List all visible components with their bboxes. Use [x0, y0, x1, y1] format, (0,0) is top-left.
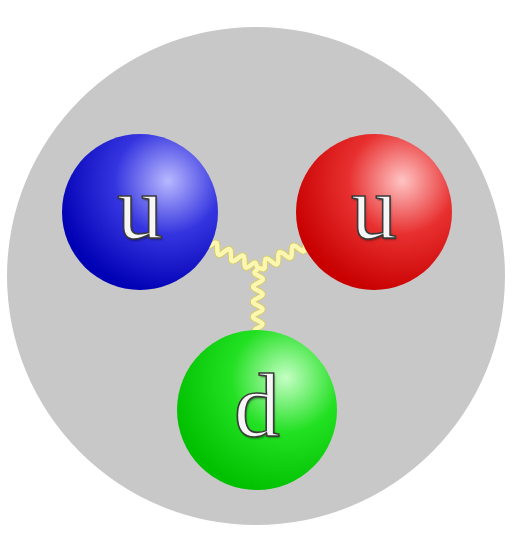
quark-label: u	[117, 161, 163, 253]
gluon-line	[253, 245, 306, 332]
gluon-outline	[253, 245, 306, 332]
quark-label: u	[351, 161, 397, 253]
quark-sphere: u	[296, 134, 452, 290]
quark-sphere: u	[62, 134, 218, 290]
proton-body	[7, 27, 505, 525]
quark-label: d	[234, 359, 280, 451]
quark-sphere: d	[177, 330, 337, 490]
